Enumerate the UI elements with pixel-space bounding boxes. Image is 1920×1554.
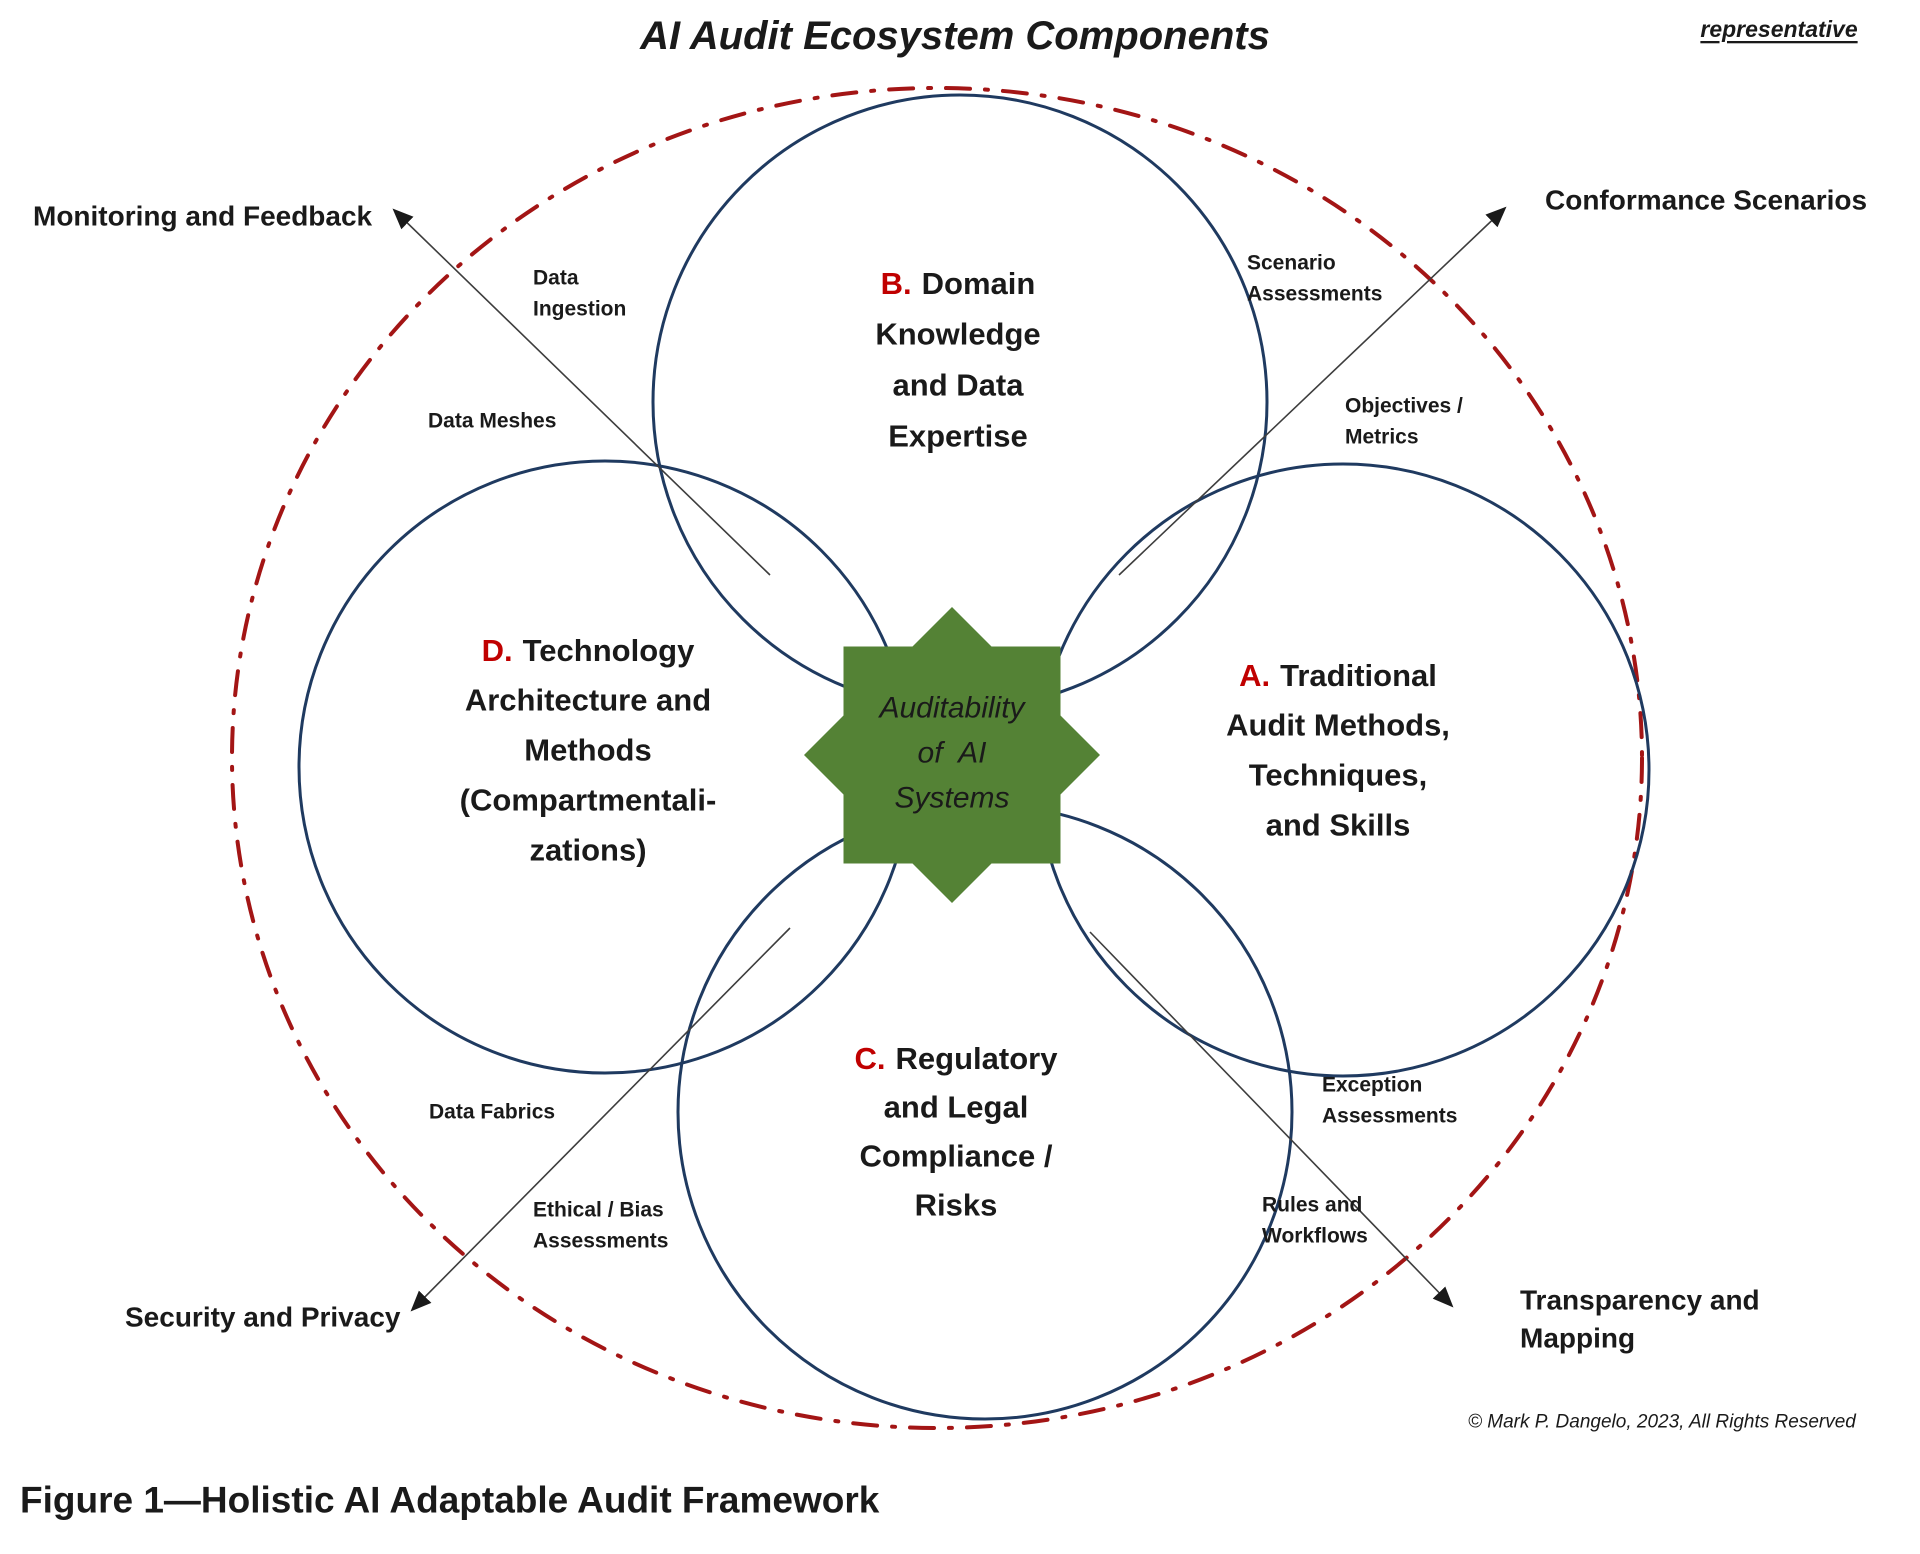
circle-d-letter: D. bbox=[482, 633, 513, 668]
annotation-rules-line-1: Rules and bbox=[1262, 1194, 1362, 1217]
annotation-exception-line-2: Assessments bbox=[1322, 1105, 1457, 1128]
annotation-ethical-line-2: Assessments bbox=[533, 1230, 668, 1253]
circle-a-line-3: Techniques, bbox=[1249, 758, 1428, 793]
annotation-data-fabrics: Data Fabrics bbox=[429, 1101, 555, 1124]
arrow-security-privacy bbox=[410, 927, 791, 1312]
arrow-transparency-mapping bbox=[1089, 931, 1454, 1308]
circle-d-first-word: Technology bbox=[523, 633, 695, 668]
corner-labels: Monitoring and Feedback Conformance Scen… bbox=[33, 185, 1867, 1354]
annotation-data-ingestion-line-2: Ingestion bbox=[533, 298, 626, 321]
circle-b-line-2: Knowledge bbox=[875, 317, 1040, 352]
circle-a-letter: A. bbox=[1239, 658, 1270, 693]
circle-c-letter: C. bbox=[855, 1041, 886, 1076]
circle-b-first-word: Domain bbox=[922, 266, 1036, 301]
circle-d-line-5: zations) bbox=[529, 833, 646, 868]
annotation-data-ingestion-line-1: Data bbox=[533, 267, 579, 290]
center-star-text: Auditability of AI Systems bbox=[877, 692, 1026, 815]
outer-dashed-ring bbox=[230, 86, 1644, 1430]
circle-a-line-4: and Skills bbox=[1266, 808, 1411, 843]
figure-caption: Figure 1—Holistic AI Adaptable Audit Fra… bbox=[20, 1480, 880, 1521]
label-conformance-scenarios: Conformance Scenarios bbox=[1545, 185, 1867, 216]
circle-d-title: D. Technology Architecture and Methods (C… bbox=[460, 633, 717, 868]
center-star bbox=[804, 607, 1100, 903]
circle-a-title: A. Traditional Audit Methods, Techniques,… bbox=[1226, 658, 1450, 843]
circle-b-line-4: Expertise bbox=[888, 419, 1028, 454]
arrow-monitoring-feedback bbox=[392, 208, 771, 576]
corner-arrows bbox=[392, 206, 1507, 1312]
circle-c-first-word: Regulatory bbox=[896, 1041, 1059, 1076]
circle-b-title: B. Domain Knowledge and Data Expertise bbox=[875, 266, 1040, 454]
annotation-objectives-line-1: Objectives / bbox=[1345, 395, 1463, 418]
label-transparency-line-2: Mapping bbox=[1520, 1323, 1635, 1354]
circle-c-line-4: Risks bbox=[915, 1188, 998, 1223]
circle-b-letter: B. bbox=[881, 266, 912, 301]
annotation-ethical-line-1: Ethical / Bias bbox=[533, 1199, 664, 1222]
label-transparency-line-1: Transparency and bbox=[1520, 1285, 1760, 1316]
copyright-notice: © Mark P. Dangelo, 2023, All Rights Rese… bbox=[1468, 1412, 1857, 1433]
star-line-3: Systems bbox=[894, 782, 1009, 815]
circle-d-line-2: Architecture and bbox=[465, 683, 711, 718]
representative-note: representative bbox=[1700, 16, 1857, 42]
page-title: AI Audit Ecosystem Components bbox=[639, 14, 1270, 58]
circle-c-title: C. Regulatory and Legal Compliance / Risk… bbox=[855, 1041, 1059, 1223]
circle-d-line-4: (Compartmentali- bbox=[460, 783, 717, 818]
circle-d-line-3: Methods bbox=[524, 733, 651, 768]
circle-b-line-3: and Data bbox=[893, 368, 1025, 403]
circle-a-line-2: Audit Methods, bbox=[1226, 708, 1450, 743]
circle-a-line-1: A. Traditional bbox=[1239, 658, 1437, 693]
star-line-2: of AI bbox=[918, 737, 987, 770]
label-security-privacy: Security and Privacy bbox=[125, 1302, 401, 1333]
circle-c-line-2: and Legal bbox=[884, 1090, 1029, 1125]
circle-d-line-1: D. Technology bbox=[482, 633, 695, 668]
annotations: Data Ingestion Data Meshes Scenario Asse… bbox=[428, 252, 1463, 1253]
circle-b-line-1: B. Domain bbox=[881, 266, 1036, 301]
label-monitoring-feedback: Monitoring and Feedback bbox=[33, 201, 373, 232]
circle-c-line-3: Compliance / bbox=[860, 1139, 1053, 1174]
star-line-1: Auditability bbox=[877, 692, 1026, 725]
annotation-scenario-line-1: Scenario bbox=[1247, 252, 1336, 275]
circle-c-line-1: C. Regulatory bbox=[855, 1041, 1059, 1076]
annotation-scenario-line-2: Assessments bbox=[1247, 283, 1382, 306]
arrow-conformance-scenarios bbox=[1118, 206, 1507, 576]
annotation-exception-line-1: Exception bbox=[1322, 1074, 1422, 1097]
circle-a-first-word: Traditional bbox=[1280, 658, 1437, 693]
annotation-data-meshes: Data Meshes bbox=[428, 410, 556, 433]
annotation-objectives-line-2: Metrics bbox=[1345, 426, 1419, 449]
annotation-rules-line-2: Workflows bbox=[1262, 1225, 1368, 1248]
